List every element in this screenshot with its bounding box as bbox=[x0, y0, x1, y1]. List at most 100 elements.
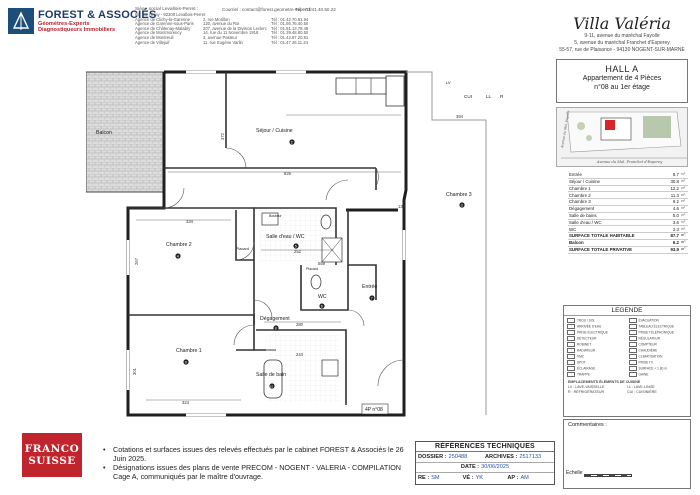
agency-text: Agence de Garenne-sous-Paris bbox=[135, 21, 194, 27]
area-label: WC bbox=[568, 225, 662, 234]
dimension-label: 394 bbox=[456, 114, 464, 119]
refs-title: RÉFÉRENCES TECHNIQUES bbox=[416, 442, 554, 452]
room-label-salle-bain: Salle de bain bbox=[256, 372, 286, 378]
area-label: Chambre 3 bbox=[568, 198, 662, 206]
legend-item: TRAPPE bbox=[567, 372, 626, 378]
room-label-ll: LL bbox=[486, 94, 492, 99]
dimension-label: 132 bbox=[398, 204, 406, 209]
address-line: 55-57, rue de Plaisance - 94130 NOGENT-S… bbox=[559, 47, 685, 53]
legend-item: PRISE TV bbox=[629, 360, 688, 366]
area-value: 6.2 bbox=[662, 239, 680, 247]
room-marker: 10 bbox=[270, 384, 274, 388]
dossier-label: DOSSIER : bbox=[418, 453, 447, 460]
site-plan: Avenue du Mal. Franchet d'Esperey Avenue… bbox=[556, 107, 688, 167]
area-unit: m² bbox=[680, 219, 688, 227]
legend-item: ROBINET bbox=[567, 342, 626, 348]
date-label: DATE : bbox=[460, 464, 480, 471]
dimension-label: 372 bbox=[220, 132, 225, 140]
room-marker: 8 bbox=[275, 326, 277, 330]
franco-suisse-logo: FRANCO SUISSE bbox=[22, 433, 82, 477]
agency-text: Agence de Montreuil bbox=[135, 34, 174, 40]
agency-text: Tél : 01.42.70.61.94 bbox=[271, 16, 309, 22]
area-label: Chambre 2 bbox=[568, 191, 662, 200]
project-name: Villa Valéria bbox=[573, 14, 671, 33]
legend-item: GAINE bbox=[629, 372, 688, 378]
room-label-placard-2: Placard bbox=[306, 267, 318, 271]
area-label: Salle d'eau / WC bbox=[568, 219, 662, 227]
area-unit: m² bbox=[680, 205, 688, 213]
room-label-bouteur: Bouteur bbox=[269, 214, 282, 218]
dossier-value: 250488 bbox=[448, 453, 468, 460]
legend-item: DÉTECTEUR bbox=[567, 336, 626, 342]
agency-text: Agence de Montmorency bbox=[135, 30, 182, 36]
dimension-label: 267 bbox=[134, 257, 139, 265]
room-marker: 3 bbox=[461, 203, 463, 207]
room-label-lv: LV bbox=[446, 80, 451, 85]
agency-text: 120, avenue du Roi bbox=[203, 21, 240, 27]
area-unit: m² bbox=[680, 178, 688, 186]
agency-text: Tél : 01.47.26.11.34 bbox=[271, 39, 308, 45]
address-line: 9-11, avenue du maréchal Fayolle bbox=[584, 33, 660, 39]
area-label: Salle de bains bbox=[568, 212, 662, 220]
agency-text: 207, avenue de la Division Leclerc bbox=[203, 25, 267, 31]
contact-email: Courriel : contact@forest.geometre-exper… bbox=[222, 7, 312, 12]
franco-line-2: SUISSE bbox=[28, 455, 76, 467]
subtitle-line-1: Géomètres-Experts bbox=[38, 21, 90, 27]
area-label: Séjour / Cuisine bbox=[568, 178, 662, 186]
room-label-degagement: Dégagement bbox=[260, 316, 290, 322]
apartment-type: Appartement de 4 Pièces bbox=[582, 75, 662, 82]
agency-text: Tél : 01.42.87.20.81 bbox=[271, 34, 309, 40]
dimension-label: 244 bbox=[296, 352, 304, 357]
dimension-label: 280 bbox=[296, 322, 304, 327]
legend-kitchen-item: R : RÉFRIGÉRATEUR bbox=[568, 390, 605, 395]
room-marker: 7 bbox=[371, 296, 373, 300]
scale-bar bbox=[584, 474, 632, 477]
room-markers: 2 3 4 5 6 7 8 9 10 bbox=[175, 139, 465, 389]
refs-row: DOSSIER :250488 ARCHIVES :2517133 bbox=[416, 452, 554, 463]
scale-label: Echelle bbox=[566, 470, 583, 476]
legend-item: RÉGULATEUR bbox=[629, 336, 688, 342]
legend-item: SURFACE < 1.80 m bbox=[629, 366, 688, 372]
ve-value: YK bbox=[475, 475, 484, 482]
room-label-balcon: Balcon bbox=[96, 130, 112, 136]
floor-plan-drawing: Balcon Séjour / Cuisine Chambre 3 Chambr… bbox=[54, 70, 504, 417]
area-value: 87.7 bbox=[662, 232, 680, 240]
archives-label: ARCHIVES : bbox=[485, 453, 518, 460]
hq-line-1: Siège social Levallois-Perret : bbox=[135, 7, 199, 12]
room-label-chambre2: Chambre 2 bbox=[166, 242, 192, 248]
area-label: SURFACE TOTALE HABITABLE bbox=[568, 232, 662, 240]
note-item: Cotations et surfaces issues des relevés… bbox=[103, 445, 408, 463]
windows bbox=[126, 70, 406, 417]
area-value: 2.3 bbox=[662, 225, 680, 234]
project-title-block: Villa Valéria 9-11, avenue du maréchal F… bbox=[556, 14, 688, 54]
agency-list: 65, rue Rivay - 92300 Levallois-Perret A… bbox=[135, 12, 335, 45]
area-value: 30.8 bbox=[662, 178, 680, 186]
legend-item: PRISE TÉLÉPHONIQUE bbox=[629, 330, 688, 336]
agency-text: 2, rue Morillon bbox=[203, 16, 230, 22]
logo-icon bbox=[8, 8, 34, 34]
area-unit: m² bbox=[680, 212, 688, 220]
agency-text: 14, rue du 11 Novembre 1918 bbox=[203, 30, 259, 36]
agency-text: Tél : 01.39.48.60.50 bbox=[271, 30, 309, 36]
agency-text: Tél : 01.81.13.78.48 bbox=[271, 25, 309, 31]
refs-row: RE :SM VÉ :YK AP :AM bbox=[416, 473, 554, 484]
technical-references: RÉFÉRENCES TECHNIQUES DOSSIER :250488 AR… bbox=[415, 441, 555, 485]
room-label-cui: CUI bbox=[464, 94, 472, 99]
subtitle-line-2: Diagnostiqueurs Immobiliers bbox=[38, 27, 116, 34]
company-subtitle: Géomètres-Experts Diagnostiqueurs Immobi… bbox=[38, 21, 115, 34]
area-label: Entrée bbox=[568, 172, 662, 179]
agency-text: 11, rue Eugène Varlin bbox=[203, 39, 243, 45]
street-label: Avenue du Mal. Franchet d'Esperey bbox=[596, 160, 663, 164]
room-label-placard: Placard bbox=[236, 247, 249, 251]
legend-item: VMC bbox=[567, 354, 626, 360]
refs-row: DATE :30/06/2025 bbox=[416, 463, 554, 473]
area-unit: m² bbox=[680, 232, 688, 240]
hall-title: HALL A bbox=[605, 64, 639, 74]
